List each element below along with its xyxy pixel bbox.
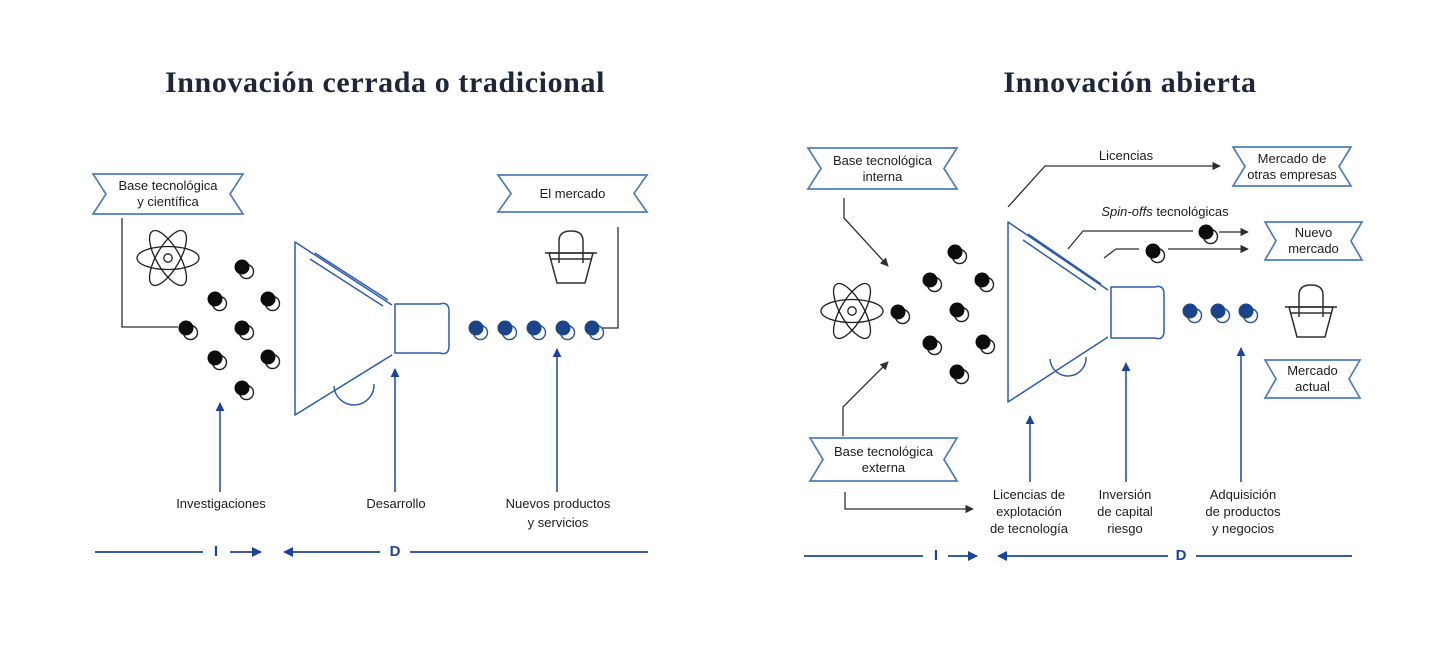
licensing-label: Licencias de explotación de tecnología: [989, 487, 1069, 537]
base-bracket: [121, 218, 178, 328]
open-axis-d-label: D: [1175, 547, 1187, 564]
open-innovation-title: Innovación abierta: [1003, 66, 1257, 99]
closed-axis-d-label: D: [389, 543, 401, 560]
acquisition-label: Adquisición de productos y negocios: [1205, 487, 1281, 537]
current-market-banner-label: Mercado actual: [1287, 363, 1338, 394]
internal-base-banner-label: Base tecnológica interna: [832, 152, 932, 184]
open-stage-arrows: [1025, 347, 1246, 482]
basket-icon: [544, 230, 598, 284]
basket-icon-open: [1284, 284, 1338, 338]
licenses-label: Licencias: [1098, 148, 1154, 163]
spinoffs-label-rest: tecnológicas: [1152, 204, 1229, 219]
external-base-banner-shape: [808, 437, 959, 482]
closed-axis-i-label: I: [213, 543, 219, 560]
closed-funnel: [294, 241, 450, 416]
open-research-dots: [889, 243, 996, 385]
closed-market-banner-shape: [496, 174, 649, 213]
other-market-banner-label: Mercado de otras empresas: [1247, 150, 1337, 182]
market-bracket: [601, 227, 619, 329]
closed-base-banner-shape: [91, 173, 245, 215]
atom-icon: [136, 224, 200, 292]
open-output-dots: [1181, 302, 1259, 324]
internal-base-banner-shape: [806, 147, 959, 190]
research-label: Investigaciones: [176, 496, 266, 511]
closed-stage-arrows: [215, 348, 562, 492]
open-innovation-figure: [804, 146, 1364, 562]
open-funnel: [1007, 221, 1165, 403]
spinoff-dots: [1144, 223, 1219, 264]
development-label: Desarrollo: [366, 496, 426, 511]
market-banner-label: El mercado: [539, 185, 606, 201]
external-base-banner-label: Base tecnológica externa: [833, 443, 933, 475]
open-axis-i-label: I: [933, 547, 939, 564]
base-banner-label: Base tecnológica y científica: [118, 178, 218, 209]
atom-icon-open: [820, 277, 884, 345]
products-label: Nuevos productos y servicios: [505, 496, 611, 530]
current-market-banner-shape: [1263, 359, 1362, 399]
output-dots: [467, 319, 605, 341]
closed-innovation-title: Innovación cerrada o tradicional: [164, 66, 606, 99]
spinoffs-label: Spin-offs tecnológicas: [1065, 203, 1265, 220]
research-dots: [177, 258, 281, 401]
new-market-banner-label: Nuevo mercado: [1288, 225, 1339, 256]
spinoffs-label-italic: Spin-offs: [1101, 204, 1153, 219]
open-flow-arrows: [842, 161, 1249, 514]
new-market-banner-shape: [1263, 221, 1364, 261]
closed-innovation-figure: [91, 173, 649, 558]
other-market-banner-shape: [1231, 146, 1353, 187]
venture-label: Inversión de capital riesgo: [1097, 487, 1153, 537]
